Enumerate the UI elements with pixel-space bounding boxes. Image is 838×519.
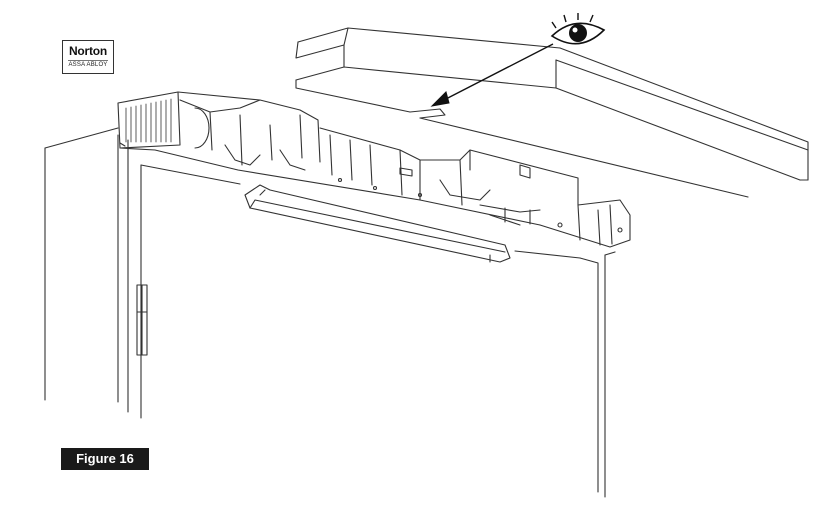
logo-brand: Norton — [68, 44, 108, 58]
door-hinge — [136, 284, 148, 356]
figure-label: Figure 16 — [61, 448, 149, 470]
operator-cover — [295, 27, 809, 198]
logo-divider — [68, 60, 108, 61]
eye-icon — [550, 13, 606, 45]
arrow-icon — [430, 43, 554, 107]
door-frame — [44, 127, 616, 498]
norton-logo: Norton ASSA ABLOY — [62, 40, 114, 74]
operator-chassis — [117, 91, 631, 248]
end-cap-grille — [125, 98, 172, 143]
logo-subbrand: ASSA ABLOY — [68, 62, 108, 68]
operator-arm — [244, 184, 511, 263]
